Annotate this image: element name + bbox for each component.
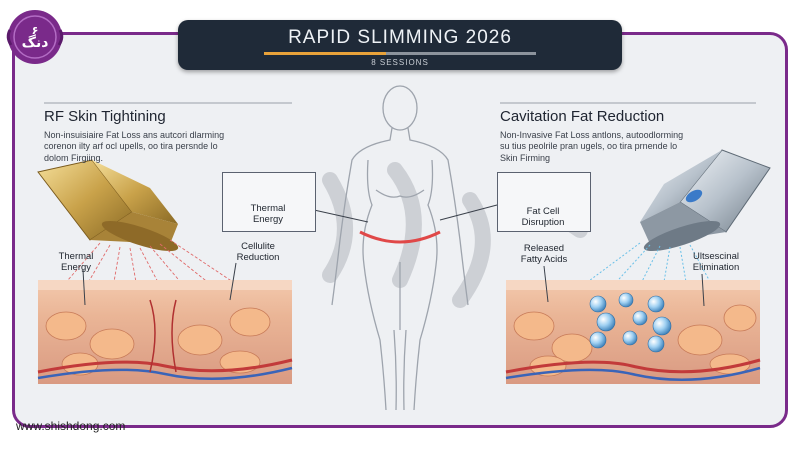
cavitation-skin-section bbox=[505, 280, 761, 384]
rf-skin-section bbox=[37, 280, 293, 384]
wax-seal-logo bbox=[6, 10, 64, 64]
seal-word: دنگ bbox=[21, 34, 49, 51]
fat-cell-callout-line: Fat Cell bbox=[526, 206, 560, 217]
rf-description-line: Non-insuisiaire Fat Loss ans autcori dla… bbox=[44, 130, 225, 140]
seal-number: ۶ bbox=[31, 23, 39, 37]
banner-progress-fill bbox=[264, 52, 387, 55]
body-outline bbox=[331, 85, 469, 411]
footer-url[interactable]: www.shishdong.com bbox=[16, 419, 126, 433]
thermal-callout-label: Thermal Energy bbox=[222, 203, 314, 226]
elimination-pointer bbox=[701, 273, 705, 307]
elimination-label-line: Ultsescinal bbox=[693, 251, 739, 262]
thermal-label-line: Thermal bbox=[58, 251, 94, 262]
released-label-line: Fatty Acids bbox=[520, 253, 568, 265]
seal-lettering: ۶ دنگ bbox=[6, 8, 64, 66]
fat-cell-callout-label: Fat Cell Disruption bbox=[497, 206, 589, 229]
title-banner: RAPID SLIMMING 2026 8 SESSIONS bbox=[178, 20, 622, 70]
cavitation-probe bbox=[640, 149, 771, 252]
right-leader bbox=[439, 204, 498, 221]
rf-probe bbox=[37, 159, 179, 252]
banner-subtitle: 8 SESSIONS bbox=[371, 58, 429, 67]
thermal-callout-line: Energy bbox=[252, 213, 284, 225]
cavitation-description: Non-Invasive Fat Loss antlons, autoodlor… bbox=[500, 130, 683, 164]
banner-progress-bar bbox=[264, 52, 536, 55]
released-fatty-acids-label: Released Fatty Acids bbox=[508, 243, 580, 266]
cavitation-heading: Cavitation Fat Reduction bbox=[500, 108, 665, 125]
rf-heading: RF Skin Tightining bbox=[44, 108, 166, 125]
elimination-label: Ultsescinal Elimination bbox=[676, 251, 756, 274]
cellulite-label-line: Reduction bbox=[236, 251, 280, 263]
thermal-pointer bbox=[82, 269, 86, 306]
rf-description: Non-insuisiaire Fat Loss ans autcori dla… bbox=[44, 130, 224, 164]
banner-title: RAPID SLIMMING 2026 bbox=[288, 27, 512, 48]
thermal-label-line: Energy bbox=[60, 261, 92, 273]
elimination-label-line: Elimination bbox=[692, 261, 740, 273]
cavitation-description-line: su tius peolrile pran ugels, oo tira prn… bbox=[500, 141, 678, 152]
cavitation-description-line: Non-Invasive Fat Loss antlons, autoodlor… bbox=[500, 130, 684, 140]
fat-cell-callout-line: Disruption bbox=[521, 216, 565, 228]
fat-cell-callout bbox=[497, 172, 591, 232]
thermal-energy-label: Thermal Energy bbox=[40, 251, 112, 274]
cellulite-label-line: Cellulite bbox=[241, 241, 275, 252]
cavitation-description-line: Skin Firming bbox=[500, 152, 551, 163]
rf-description-line: corenon ilty arf ocl upells, oo tira per… bbox=[44, 141, 218, 152]
left-leader bbox=[313, 209, 369, 223]
thermal-energy-callout bbox=[222, 172, 316, 232]
thermal-callout-line: Thermal bbox=[250, 203, 286, 214]
rf-description-line: dolom Firgiing. bbox=[44, 152, 104, 163]
released-pointer bbox=[543, 265, 549, 303]
cellulite-reduction-label: Cellulite Reduction bbox=[222, 241, 294, 264]
treatment-zone-line bbox=[359, 230, 441, 244]
cellulite-pointer bbox=[229, 262, 237, 301]
released-label-line: Released bbox=[523, 243, 565, 254]
